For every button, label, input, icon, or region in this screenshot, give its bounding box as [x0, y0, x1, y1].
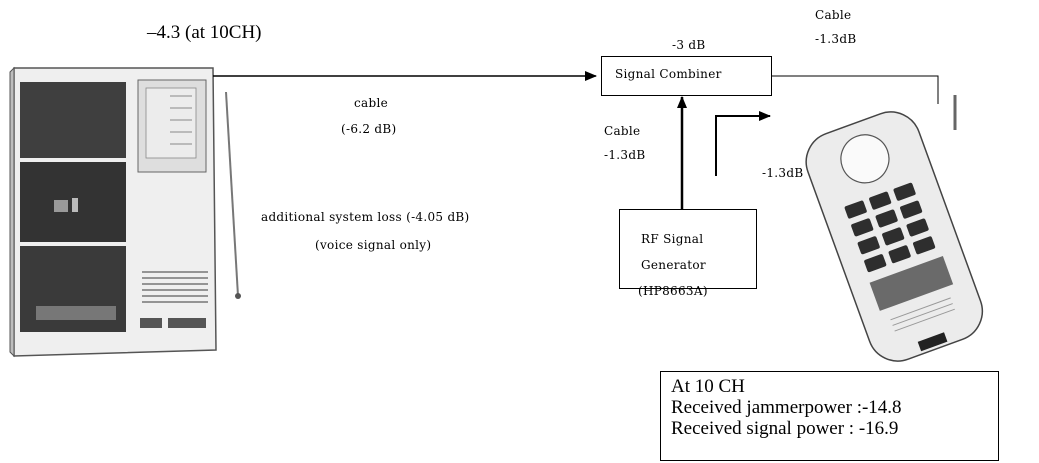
base-station-icon [9, 66, 241, 358]
received-power-box: At 10 CH Received jammerpower :-14.8 Rec… [660, 371, 999, 461]
signal-combiner-label: Signal Combiner [615, 67, 722, 81]
cable-label-mid: Cable [604, 124, 641, 138]
channel-loss-label: –4.3 (at 10CH) [147, 22, 262, 43]
voice-only-label: (voice signal only) [315, 238, 432, 252]
rf-generator-line2: Generator [641, 258, 706, 272]
cable-label-top-right: Cable [815, 8, 852, 22]
cordless-handset-icon [805, 95, 984, 362]
cable-loss-mid: -1.3dB [604, 148, 646, 162]
info-signal-power: Received signal power : -16.9 [671, 418, 899, 439]
info-channel: At 10 CH [671, 376, 745, 397]
combiner-loss-label: -3 dB [672, 38, 706, 52]
info-jammer-power: Received jammerpower :-14.8 [671, 397, 902, 418]
arrow-loss-label: -1.3dB [762, 166, 804, 180]
cable-loss-top-right: -1.3dB [815, 32, 857, 46]
rf-generator-line1: RF Signal [641, 232, 704, 246]
rf-generator-line3: (HP8663A) [638, 284, 708, 298]
rf-generator-box: RF Signal Generator (HP8663A) [619, 209, 757, 298]
loss-arrow [715, 111, 771, 176]
cable-label-left: cable [354, 96, 388, 110]
cable-loss-left: (-6.2 dB) [341, 122, 397, 136]
signal-combiner-box: Signal Combiner [601, 56, 772, 96]
additional-loss-label: additional system loss (-4.05 dB) [261, 210, 470, 224]
cable-combiner-to-handset [772, 75, 939, 104]
